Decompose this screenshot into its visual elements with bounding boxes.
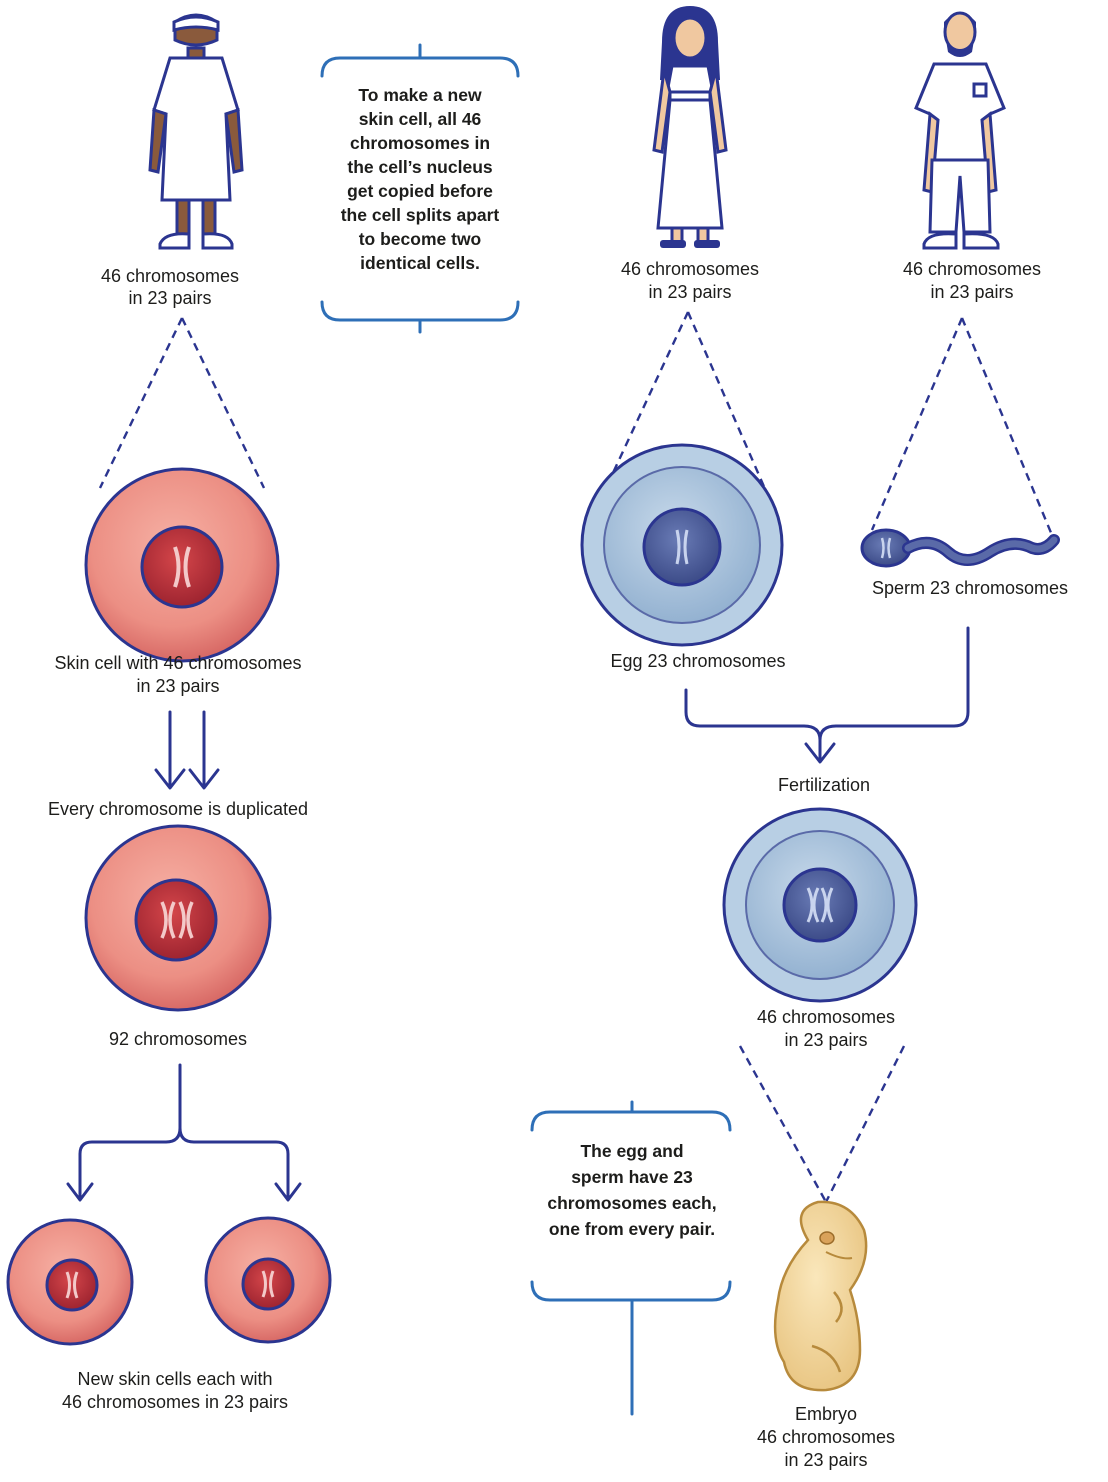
- sperm-zoom-line-right: [962, 318, 1054, 540]
- zygote-cell: [724, 809, 916, 1001]
- child-figure: [150, 15, 242, 248]
- embryo: [775, 1202, 866, 1390]
- split-arrows: [68, 1065, 300, 1200]
- man-figure: [916, 13, 1004, 248]
- callout2-line1: The egg and: [580, 1141, 683, 1161]
- callout1-line1: To make a new: [358, 85, 482, 105]
- fertilization-arrows: [686, 628, 968, 762]
- woman-figure: [654, 6, 726, 248]
- egg-label: Egg 23 chromosomes: [610, 651, 785, 671]
- skin-cell-label-line2: in 23 pairs: [136, 676, 219, 696]
- callout2-line4: one from every pair.: [549, 1219, 715, 1239]
- callout1-line2: skin cell, all 46: [359, 109, 482, 129]
- embryo-zoom-line-left: [740, 1046, 826, 1202]
- fertilization-label: Fertilization: [778, 775, 870, 795]
- zygote-label-line1: 46 chromosomes: [757, 1007, 895, 1027]
- woman-label-line2: in 23 pairs: [648, 282, 731, 302]
- embryo-label-line3: in 23 pairs: [784, 1450, 867, 1470]
- callout1-line8: identical cells.: [360, 253, 480, 273]
- ninety-two-label: 92 chromosomes: [109, 1029, 247, 1049]
- callout1-line5: get copied before: [347, 181, 493, 201]
- embryo-zoom-line-right: [826, 1046, 904, 1202]
- duplicated-label: Every chromosome is duplicated: [48, 799, 308, 819]
- child-label-line1: 46 chromosomes: [101, 266, 239, 286]
- embryo-label-line1: Embryo: [795, 1404, 857, 1424]
- duplicated-cell: [86, 826, 270, 1010]
- man-label-line2: in 23 pairs: [930, 282, 1013, 302]
- new-skin-cell-left: [8, 1220, 132, 1344]
- zygote-label-line2: in 23 pairs: [784, 1030, 867, 1050]
- skin-cell: [86, 469, 278, 661]
- sperm-label: Sperm 23 chromosomes: [872, 578, 1068, 598]
- sperm-zoom-line-left: [872, 318, 962, 530]
- child-label-line2: in 23 pairs: [128, 288, 211, 308]
- callout1-line3: chromosomes in: [350, 133, 490, 153]
- woman-label-line1: 46 chromosomes: [621, 259, 759, 279]
- sperm-cell: [862, 530, 1054, 566]
- zoom-line-left: [100, 318, 182, 488]
- duplication-arrows: [156, 712, 218, 788]
- new-cells-label-line2: 46 chromosomes in 23 pairs: [62, 1392, 288, 1412]
- callout2-line2: sperm have 23: [571, 1167, 693, 1187]
- new-cells-label-line1: New skin cells each with: [77, 1369, 272, 1389]
- callout1-line4: the cell’s nucleus: [347, 157, 493, 177]
- callout2-line3: chromosomes each,: [547, 1193, 716, 1213]
- callout1-line7: to become two: [359, 229, 482, 249]
- callout1-line6: the cell splits apart: [341, 205, 500, 225]
- zoom-line-right: [182, 318, 264, 488]
- embryo-label-line2: 46 chromosomes: [757, 1427, 895, 1447]
- new-skin-cell-right: [206, 1218, 330, 1342]
- man-label-line1: 46 chromosomes: [903, 259, 1041, 279]
- skin-cell-label-line1: Skin cell with 46 chromosomes: [54, 653, 301, 673]
- egg-cell: [582, 445, 782, 645]
